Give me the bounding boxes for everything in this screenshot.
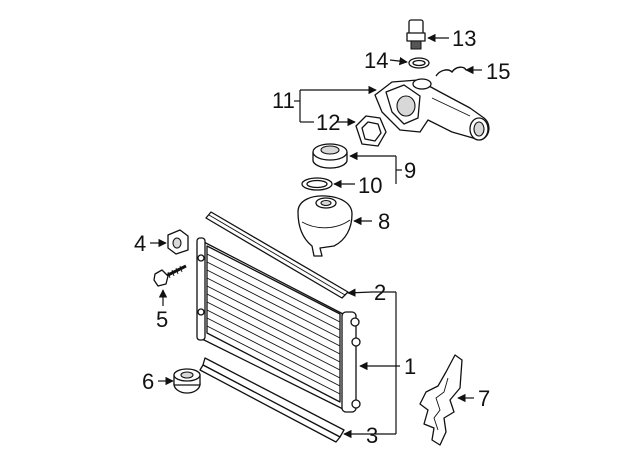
callout-10: 10 bbox=[358, 173, 382, 198]
lower-mount bbox=[173, 368, 201, 394]
callout-2: 2 bbox=[374, 280, 386, 305]
callout-4: 4 bbox=[134, 231, 146, 256]
radiator bbox=[196, 237, 361, 413]
coolant-reservoir bbox=[297, 195, 353, 257]
callout-8: 8 bbox=[378, 209, 390, 234]
upper-seal-strip bbox=[205, 211, 349, 299]
callout-13: 13 bbox=[452, 26, 476, 51]
callout-5: 5 bbox=[156, 307, 168, 332]
retaining-clip bbox=[435, 66, 467, 77]
callout-1: 1 bbox=[404, 354, 416, 379]
bolt bbox=[153, 264, 187, 287]
lower-seal-strip bbox=[199, 357, 345, 443]
reservoir-cap bbox=[312, 143, 348, 169]
callout-11: 11 bbox=[272, 88, 295, 113]
flange-gasket bbox=[355, 115, 387, 147]
callout-12: 12 bbox=[316, 110, 340, 135]
callout-15: 15 bbox=[486, 59, 510, 84]
sensor-o-ring bbox=[408, 57, 430, 69]
callout-6: 6 bbox=[142, 369, 154, 394]
callout-7: 7 bbox=[478, 386, 490, 411]
leader-lines bbox=[150, 33, 482, 439]
mount-bushing bbox=[167, 229, 189, 255]
cap-seal-ring bbox=[301, 177, 333, 191]
callout-3: 3 bbox=[366, 423, 378, 448]
callout-14: 14 bbox=[364, 48, 388, 73]
callout-9: 9 bbox=[404, 158, 416, 183]
air-deflector bbox=[419, 354, 463, 446]
temperature-sensor bbox=[406, 19, 426, 50]
coolant-flange bbox=[374, 78, 490, 141]
